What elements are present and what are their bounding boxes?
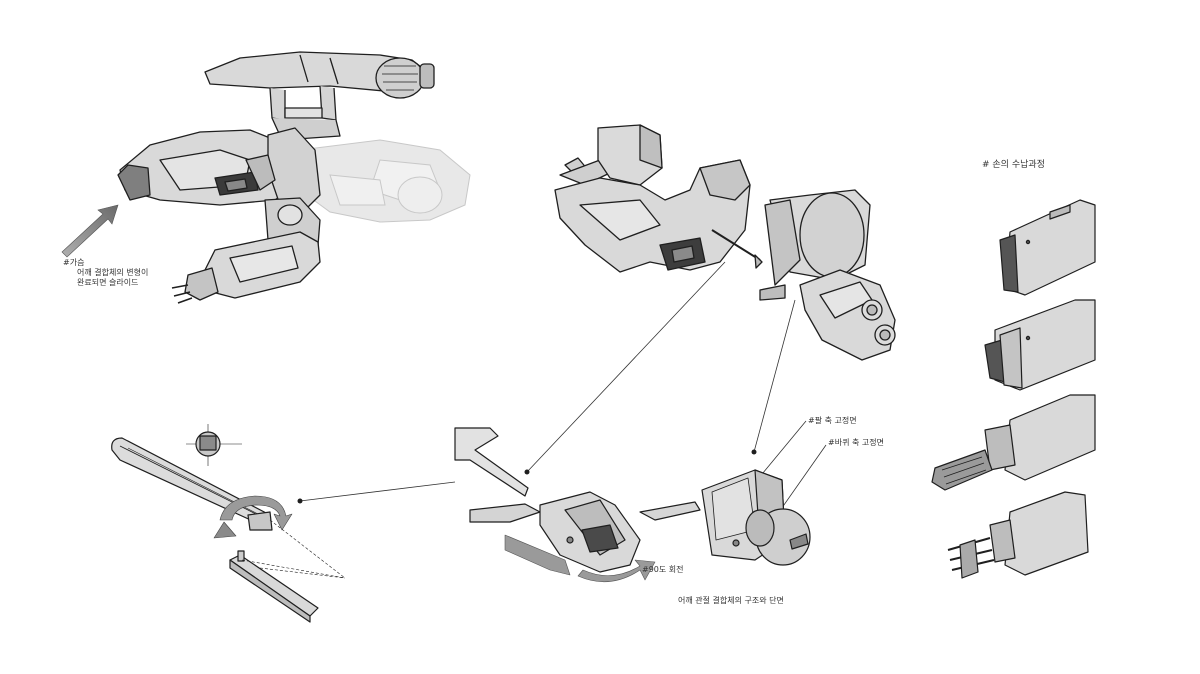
joint-block (639, 469, 811, 566)
chest-tag-label: #가슴 (63, 258, 85, 267)
stow-stage-1 (999, 199, 1096, 296)
stow-stage-2 (984, 299, 1096, 391)
hand-stow-title: # 손의 수납과정 (982, 160, 1045, 170)
hand-stow-sequence (931, 199, 1096, 579)
slide-arrow (61, 204, 119, 258)
leader-dot (751, 449, 757, 455)
chest-note-line2: 완료되면 슬라이드 (77, 278, 139, 287)
wheel-axis-label: #바퀴 축 고정면 (828, 438, 884, 447)
chest-note-line1: 어깨 결합체의 변형이 (77, 268, 149, 277)
leader-dot (297, 498, 303, 504)
stow-stage-3 (931, 394, 1096, 491)
section-caption: 어깨 관절 결합체의 구조와 단면 (678, 596, 784, 605)
top-assembly (117, 51, 435, 304)
arm-axis-label: #팔 축 고정면 (808, 416, 857, 425)
leader-dot (524, 469, 530, 475)
shoulder-joint-assembly (554, 124, 896, 361)
stow-stage-4 (947, 491, 1089, 579)
leader-lines (299, 261, 827, 523)
chest-ghost-car (299, 139, 471, 223)
mechanism-section (454, 427, 656, 583)
rotate-label: #90도 회전 (642, 565, 684, 574)
rail-section (111, 424, 346, 623)
